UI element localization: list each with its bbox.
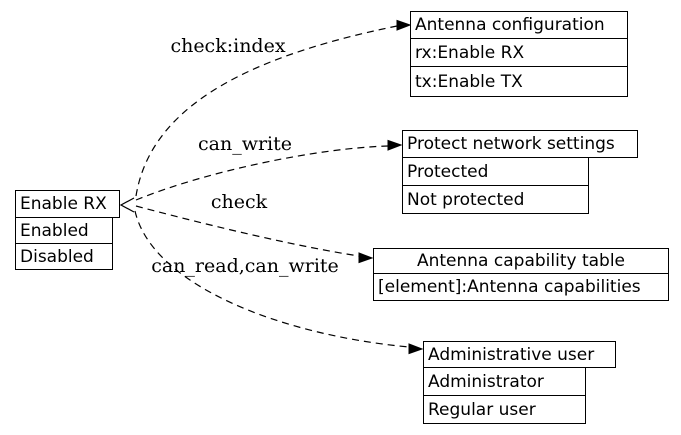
node-row-element-antenna-capabilities: [element]:Antenna capabilities (373, 273, 669, 301)
node-row-tx-enable-tx: tx:Enable TX (410, 66, 628, 97)
node-row-regular-user: Regular user (423, 395, 586, 424)
arrowhead-antenna-configuration (396, 19, 412, 31)
node-header-antenna-configuration: Antenna configuration (410, 11, 628, 39)
arrowhead-protect-network-settings (387, 139, 403, 151)
arrowhead-administrative-user (408, 343, 424, 355)
edge-check (135, 205, 360, 257)
node-header-administrative-user: Administrative user (423, 341, 616, 368)
node-header-enable-rx: Enable RX (15, 190, 120, 218)
edge-label-can-read-can-write: can_read,can_write (151, 255, 339, 277)
node-header-antenna-capability-table: Antenna capability table (373, 248, 669, 274)
edge-label-can-write: can_write (197, 133, 293, 155)
node-row-enabled: Enabled (15, 217, 113, 244)
edge-label-check-index: check:index (170, 35, 286, 57)
node-row-rx-enable-rx: rx:Enable RX (410, 38, 628, 67)
arrowhead-enable-rx (119, 197, 135, 213)
node-row-administrator: Administrator (423, 367, 586, 396)
edge-can-read-can-write (134, 210, 410, 348)
node-row-not-protected: Not protected (402, 185, 589, 214)
node-row-protected: Protected (402, 157, 589, 186)
edge-label-check: check (210, 191, 268, 213)
node-row-disabled: Disabled (15, 243, 113, 270)
node-header-protect-network-settings: Protect network settings (402, 130, 638, 158)
arrowhead-antenna-capability-table (358, 252, 374, 264)
